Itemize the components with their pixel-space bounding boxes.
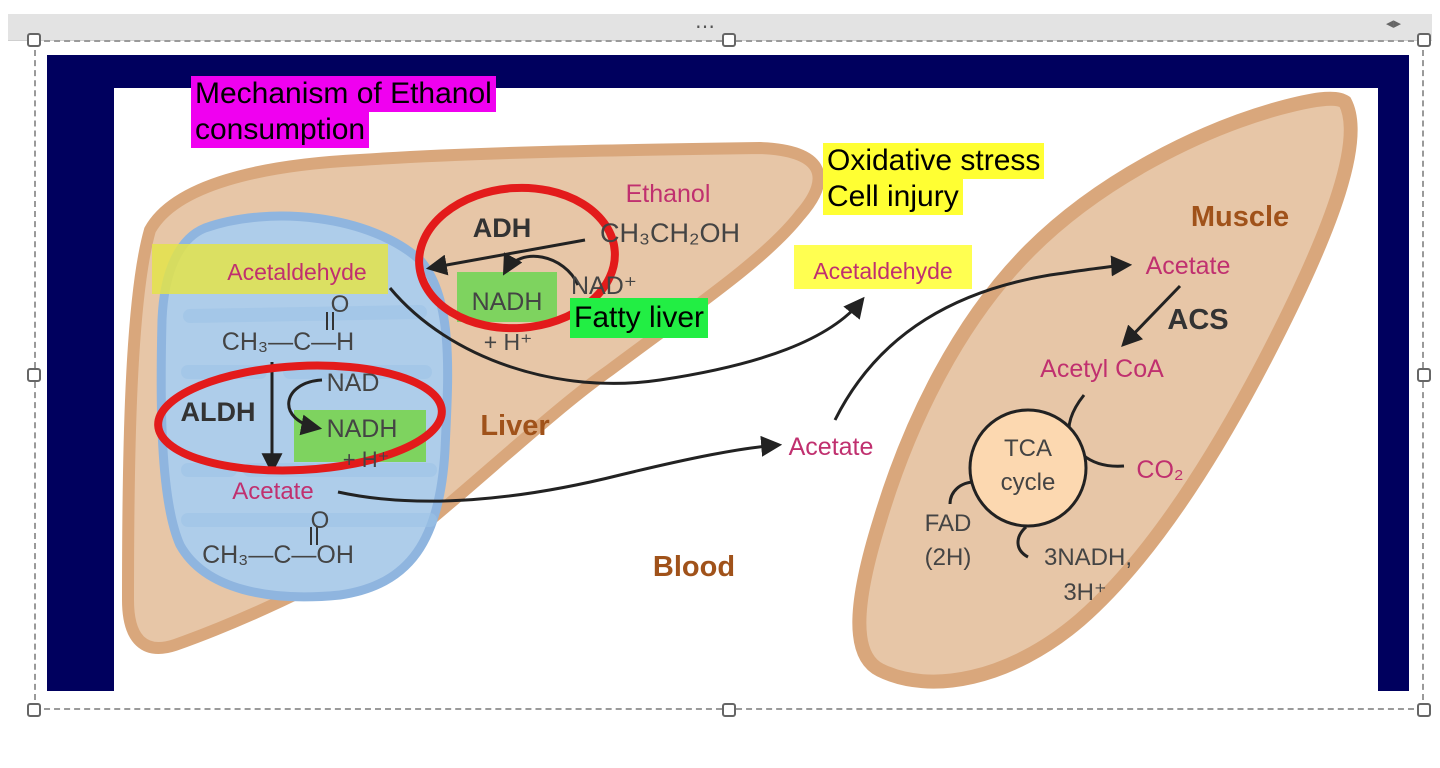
mito-cristae bbox=[181, 305, 437, 527]
resize-handle-bottom-left[interactable] bbox=[27, 703, 41, 717]
nad-plus-label: NAD⁺ bbox=[571, 272, 637, 300]
resize-handle-top-right[interactable] bbox=[1417, 33, 1431, 47]
title-line-1: Mechanism of Ethanol bbox=[191, 76, 496, 112]
muscle-organ bbox=[852, 91, 1358, 689]
fad-2h-label: (2H) bbox=[925, 544, 972, 571]
acetate-blood-label: Acetate bbox=[789, 433, 874, 461]
acetaldehyde-formula: CH₃—C—H bbox=[222, 328, 354, 356]
h-plus-mito-label: + H⁺ bbox=[343, 447, 389, 472]
acetate-muscle-label: Acetate bbox=[1146, 252, 1231, 280]
fatty-liver-annotation: Fatty liver bbox=[570, 298, 709, 338]
acetate-to-muscle-arrow bbox=[833, 255, 1133, 421]
nadh3-label: 3NADH, bbox=[1044, 544, 1132, 571]
adh-label: ADH bbox=[473, 213, 532, 243]
aldehyde-oxygen: O bbox=[331, 291, 350, 318]
acetaldehyde-blood-highlight bbox=[794, 245, 972, 289]
fad-label: FAD bbox=[925, 510, 972, 537]
co2-label: CO₂ bbox=[1136, 456, 1183, 484]
arrow-nav-icon[interactable]: ◂▸ bbox=[1386, 15, 1402, 32]
nadh-mito-label: NADH bbox=[327, 415, 398, 443]
title-annotation: Mechanism of Ethanol consumption bbox=[191, 76, 496, 148]
tca-label-line1: TCA bbox=[1004, 435, 1052, 462]
ethanol-formula: CH₃CH₂OH bbox=[600, 218, 740, 248]
adh-red-circle bbox=[415, 183, 619, 333]
nadh-top-highlight bbox=[457, 272, 557, 322]
acs-reaction-arrow bbox=[1121, 284, 1182, 348]
acetate-formula: CH₃—C—OH bbox=[202, 541, 354, 569]
resize-handle-bottom-right[interactable] bbox=[1417, 703, 1431, 717]
acid-oxygen: O bbox=[311, 507, 330, 534]
h-plus-top-label: + H⁺ bbox=[484, 329, 533, 355]
nad-to-nadh-mito-arrow bbox=[287, 378, 323, 436]
oxidative-stress-annotation: Oxidative stress Cell injury bbox=[823, 143, 1045, 215]
aldehyde-double-bond bbox=[326, 312, 334, 330]
acetaldehyde-liver-label: Acetaldehyde bbox=[227, 259, 366, 285]
aldh-red-circle bbox=[154, 361, 446, 475]
nadh-top-label: NADH bbox=[472, 288, 543, 316]
acetyl-coa-label: Acetyl CoA bbox=[1040, 355, 1164, 383]
selection-box bbox=[34, 40, 1424, 710]
ethanol-label: Ethanol bbox=[626, 180, 711, 208]
nad-to-nadh-arrow bbox=[502, 252, 580, 286]
resize-handle-top-left[interactable] bbox=[27, 33, 41, 47]
blood-label: Blood bbox=[653, 551, 735, 583]
tca-label-line2: cycle bbox=[1001, 469, 1056, 496]
acid-double-bond bbox=[310, 527, 318, 545]
resize-handle-right[interactable] bbox=[1417, 368, 1431, 382]
resize-handle-top[interactable] bbox=[722, 33, 736, 47]
liver-label: Liver bbox=[480, 410, 549, 442]
oxidative-line-2: Cell injury bbox=[823, 179, 963, 215]
oxidative-line-1: Oxidative stress bbox=[823, 143, 1045, 179]
tca-cycle-circle bbox=[968, 408, 1088, 528]
muscle-label: Muscle bbox=[1191, 201, 1289, 233]
resize-handle-bottom[interactable] bbox=[722, 703, 736, 717]
acetaldehyde-highlight bbox=[152, 244, 388, 294]
aldh-label: ALDH bbox=[181, 397, 256, 427]
acetate-liver-label: Acetate bbox=[232, 478, 313, 505]
h3-label: 3H⁺ bbox=[1063, 579, 1106, 606]
drag-grip-icon[interactable]: ⋯ bbox=[695, 16, 717, 38]
nad-label: NAD bbox=[327, 369, 380, 397]
nadh-line bbox=[1016, 525, 1029, 559]
acs-label: ACS bbox=[1167, 304, 1228, 336]
title-line-2: consumption bbox=[191, 112, 370, 148]
acetate-export-arrow bbox=[337, 435, 783, 503]
resize-handle-left[interactable] bbox=[27, 368, 41, 382]
acetaldehyde-export-arrow bbox=[388, 287, 865, 385]
acetaldehyde-blood-label: Acetaldehyde bbox=[813, 258, 952, 284]
